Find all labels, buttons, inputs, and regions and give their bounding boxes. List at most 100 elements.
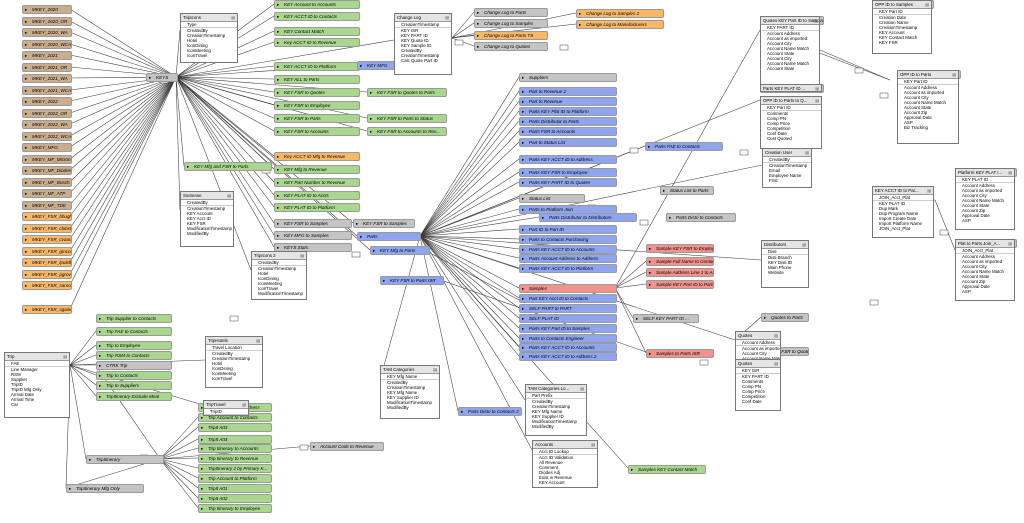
table-occurrence-93[interactable]: Samples to Parts ISR (646, 349, 714, 358)
table-occurrence-28[interactable]: KEY ACCT ID to Contacts (274, 12, 360, 21)
table-occurrence-47[interactable]: KEY FSR to Samples (274, 219, 352, 228)
table-occurrence-29[interactable]: KEY Contact Match (274, 27, 360, 36)
collapse-icon[interactable]: ▤ (242, 402, 246, 407)
table-header[interactable]: ▤Creation User (763, 149, 811, 157)
table-occurrence-81[interactable]: SELF PLAT ID (519, 314, 617, 323)
table-occurrence-80[interactable]: SELF PART to PART (519, 304, 617, 313)
table-occurrence-105[interactable]: TripItinerary Exclude Meal (96, 392, 172, 401)
table-occurrence-76[interactable]: Parts Account Address to Address (519, 254, 617, 263)
collapse-icon[interactable]: ▤ (925, 2, 929, 7)
table-occurrence-0[interactable]: MKEY_2020 (22, 5, 72, 14)
table-occurrence-10[interactable]: MKEY_2022_WA (22, 120, 72, 129)
table-occurrence-78[interactable]: Samples (519, 284, 617, 293)
table-occurrence-99[interactable]: Trip FAE to Contacts (96, 327, 172, 336)
table-occurrence-58[interactable]: Change Log to Samples 2 (576, 9, 664, 18)
table-occurrence-44[interactable]: KEY Part Number to Revenue (274, 178, 360, 187)
table-occurrence-39[interactable]: KEY FSR to Parts to Status (367, 114, 447, 123)
table-occurrence-95[interactable]: Quotes to Parts (761, 313, 809, 322)
table-occurrence-48[interactable]: KEY FSR to Samples (353, 219, 415, 228)
table-occurrence-84[interactable]: Parts KEY ACCT ID to Accounts (519, 343, 617, 352)
table-occurrence-115[interactable]: Trip Account to Platform (198, 474, 272, 483)
table-occurrence-45[interactable]: KEY PLAT ID to Accts (274, 191, 360, 200)
table-occurrence-8[interactable]: MKEY_2022 (22, 97, 72, 106)
table-occurrence-110[interactable]: TripIt Att3 (198, 423, 272, 432)
table-occurrence-63[interactable]: Parts KEY Plat ID to Platform (519, 107, 617, 116)
relationship-operator-box[interactable] (879, 92, 889, 99)
table-occurrence-119[interactable]: Account Code to Revenue (310, 442, 384, 451)
table-header[interactable]: ▤KEY ACCT ID to Par... (873, 187, 933, 195)
table-header[interactable]: ▤Quotes (736, 332, 780, 340)
relationship-operator-box[interactable] (739, 149, 749, 156)
table-occurrence-97[interactable]: Samples KEY Contact Match (628, 465, 706, 474)
table-occurrence-34[interactable]: KEY FSR to Quotes (274, 88, 360, 97)
table-occurrence-35[interactable]: KEY FSR to Employee (274, 101, 360, 110)
table-occurrence-98[interactable]: Trip Supplier to Contacts (96, 314, 172, 323)
table-header[interactable]: ▤TAM Categories (381, 366, 439, 374)
table-header[interactable]: ▤TAM Categories Lo... (526, 385, 586, 393)
table-occurrence-1[interactable]: MKEY_2020_OR (22, 17, 72, 26)
collapse-icon[interactable]: ▤ (815, 98, 819, 103)
table-occurrence-59[interactable]: Change Log to Manufacturers (576, 20, 664, 29)
table-occurrence-9[interactable]: MKEY_2022_OR (22, 109, 72, 118)
relationship-operator-box[interactable] (299, 444, 309, 451)
collapse-icon[interactable]: ▤ (300, 253, 304, 258)
table-header[interactable]: ▤TripTravel (204, 401, 248, 409)
table-occurrence-57[interactable]: Change Log to Quotes (474, 42, 548, 51)
relationship-operator-box[interactable] (869, 299, 879, 306)
table-header[interactable]: ▤Change Log (395, 14, 451, 22)
table-occurrence-66[interactable]: Part to Status List (519, 138, 617, 147)
table-occurrence-17[interactable]: MKEY_MF_TDK (22, 201, 72, 210)
table-occurrence-85[interactable]: Parts KEY ACCT ID to Address 2 (519, 352, 617, 361)
table-occurrence-70[interactable]: Status List (519, 194, 585, 203)
table-occurrence-62[interactable]: Part to Revenue (519, 97, 617, 106)
table-occurrence-5[interactable]: MKEY_2021_OR (22, 63, 72, 72)
table-occurrence-21[interactable]: MKEY_FSR_gmccoo (22, 247, 72, 256)
table-occurrence-74[interactable]: Parts to Contacts Purchasing (519, 235, 617, 244)
collapse-icon[interactable]: ▤ (227, 193, 231, 198)
table-occurrence-83[interactable]: Parts to Contacts Engineer (519, 334, 617, 343)
table-occurrence-94[interactable]: SELF KEY PART ID ... (633, 314, 699, 323)
collapse-icon[interactable]: ▤ (952, 72, 956, 77)
table-occurrence-116[interactable]: TripIt Att1 (198, 484, 272, 493)
table-occurrence-30[interactable]: Key ACCT ID to Revenue (274, 38, 360, 47)
collapse-icon[interactable]: ▤ (433, 367, 437, 372)
table-occurrence-38[interactable]: KEY FSR to Quotes to Parts (367, 88, 447, 97)
table-occurrence-104[interactable]: Trip to Suppliers (96, 381, 172, 390)
table-occurrence-101[interactable]: Trip RSM to Contacts (96, 351, 172, 360)
relationship-operator-box[interactable] (454, 39, 464, 46)
table-header[interactable]: ▤Trip (5, 353, 69, 361)
table-occurrence-12[interactable]: MKEY_MFG (22, 143, 72, 152)
collapse-icon[interactable]: ▤ (256, 338, 260, 343)
table-occurrence-118[interactable]: Trip Itinerary to Employee (198, 504, 272, 513)
collapse-icon[interactable]: ▤ (591, 442, 595, 447)
table-occurrence-90[interactable]: Sample Full Name to Contacts (646, 257, 714, 266)
table-occurrence-89[interactable]: Sample KEY FSR to Employee (646, 244, 714, 253)
table-header[interactable]: ▤Platform KEY PLAT I... (956, 169, 1014, 177)
table-header[interactable]: ▤TripHotels (206, 337, 262, 345)
table-occurrence-75[interactable]: Parts KEY ACCT ID to Accounts (519, 245, 617, 254)
table-header[interactable]: ▤OPP ID to Samples (873, 1, 931, 9)
table-occurrence-102[interactable]: CTRK Trip (96, 361, 172, 370)
table-occurrence-53[interactable]: KEY FSR to Parts ISR (380, 276, 444, 285)
table-occurrence-50[interactable]: KEYS Stats (274, 243, 352, 252)
table-occurrence-40[interactable]: KEY FSR to Accounts to Rev... (367, 127, 447, 136)
table-header[interactable]: ▤Parts KEY PLAT ID ... (761, 85, 821, 91)
table-header[interactable]: ▤Quotes KEY Part ID to Samples (761, 17, 819, 25)
table-header[interactable]: ▤OPP ID to Parts to Q... (761, 97, 821, 105)
relationship-operator-box[interactable] (559, 44, 569, 51)
table-occurrence-91[interactable]: Sample Address Line 1 to Addr... (646, 268, 714, 277)
table-occurrence-61[interactable]: Part to Revenue 2 (519, 87, 617, 96)
table-box-13[interactable]: ▤Parts KEY PLAT ID ... (760, 84, 822, 92)
